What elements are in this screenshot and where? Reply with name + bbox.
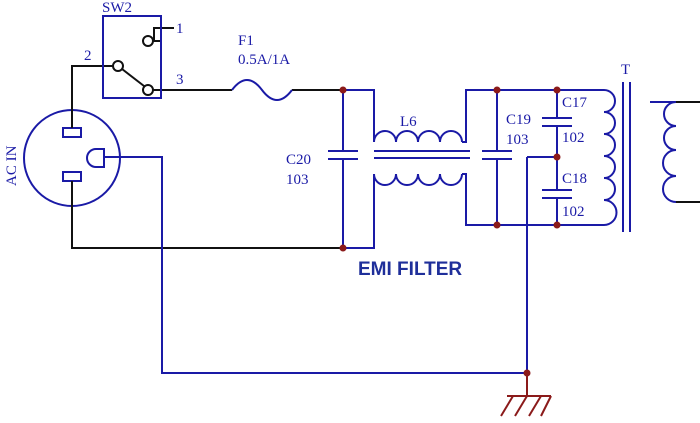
earth-wiring [104, 156, 557, 374]
pin3-label: 3 [176, 72, 184, 88]
c18-name-label: C18 [562, 171, 587, 187]
inductor-l6 [343, 89, 497, 249]
c19-name-label: C19 [506, 112, 531, 128]
ac-in-label: AC IN [4, 145, 20, 186]
c17-value-label: 102 [562, 130, 585, 146]
sw2-label: SW2 [102, 0, 132, 16]
transformer-t [603, 82, 677, 232]
c17-name-label: C17 [562, 95, 588, 111]
pin1-label: 1 [176, 21, 184, 37]
c19-value-label: 103 [506, 132, 529, 148]
f1-name-label: F1 [238, 33, 254, 49]
emi-filter-title: EMI FILTER [358, 259, 462, 280]
c20-name-label: C20 [286, 152, 311, 168]
t-label: T [621, 62, 630, 78]
capacitor-c18 [542, 157, 572, 225]
earth-ground-icon [500, 373, 552, 417]
l6-label: L6 [400, 114, 417, 130]
capacitor-c19 [482, 90, 512, 225]
junction-dots [339, 86, 561, 377]
c20-value-label: 103 [286, 172, 309, 188]
line-wires [71, 27, 700, 249]
filter-output-rails [497, 89, 604, 226]
f1-value-label: 0.5A/1A [238, 52, 290, 68]
switch-sw2 [102, 15, 162, 99]
c18-value-label: 102 [562, 204, 585, 220]
capacitor-c20 [328, 90, 358, 248]
fuse-f1 [231, 79, 293, 101]
pin2-label: 2 [84, 48, 92, 64]
capacitor-c17 [542, 90, 572, 157]
